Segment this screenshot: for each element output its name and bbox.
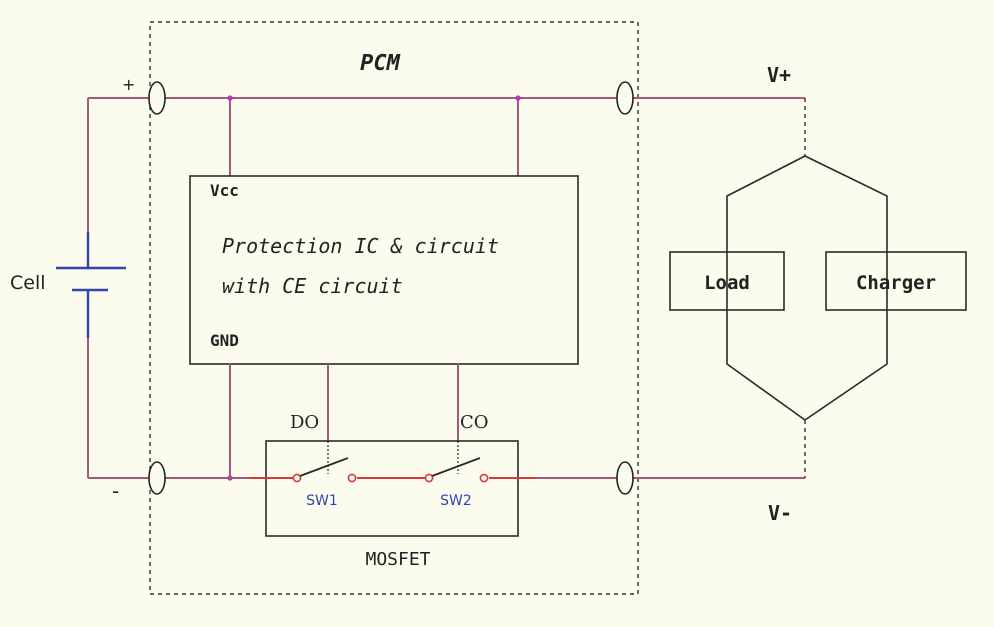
cell-minus-sign: - bbox=[112, 479, 119, 503]
co-label: CO bbox=[460, 412, 489, 433]
external-branch-right bbox=[804, 155, 888, 421]
junction-dot bbox=[515, 95, 521, 101]
connector-negative-out bbox=[616, 461, 634, 495]
mosfet-block bbox=[265, 440, 519, 537]
do-label: DO bbox=[290, 412, 319, 433]
ic-description-line-1: Protection IC & circuit bbox=[222, 234, 499, 258]
sw2-label: SW2 bbox=[440, 493, 472, 509]
external-branch-left bbox=[726, 155, 806, 421]
connector-positive-out bbox=[616, 81, 634, 115]
junction-dot bbox=[227, 95, 233, 101]
ic-vcc-label: Vcc bbox=[210, 181, 239, 200]
charger-label: Charger bbox=[856, 272, 936, 294]
load-label: Load bbox=[704, 272, 750, 294]
switch-sw2 bbox=[424, 441, 489, 483]
protection-ic-block bbox=[189, 175, 579, 365]
switch-sw1 bbox=[292, 441, 357, 483]
battery-cell bbox=[56, 97, 160, 479]
terminal-vplus: V+ bbox=[767, 63, 791, 87]
pcm-title: PCM bbox=[360, 51, 400, 76]
mosfet-label: MOSFET bbox=[365, 549, 430, 570]
charger-box bbox=[825, 251, 967, 311]
cell-plus-sign: + bbox=[122, 75, 135, 94]
pcm-boundary bbox=[149, 21, 639, 595]
ic-description-line-2: with CE circuit bbox=[222, 274, 403, 298]
connector-negative-in bbox=[148, 461, 166, 495]
connector-positive-in bbox=[148, 81, 166, 115]
load-box bbox=[669, 251, 785, 311]
sw1-label: SW1 bbox=[306, 493, 338, 509]
terminal-vminus: V- bbox=[768, 501, 792, 525]
cell-label: Cell bbox=[10, 272, 46, 294]
ic-gnd-label: GND bbox=[210, 331, 239, 350]
